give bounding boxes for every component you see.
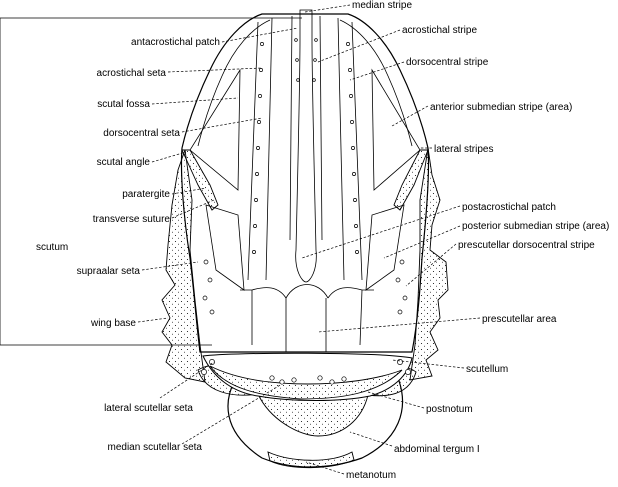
label-antacrostichal-patch: antacrostichal patch [131,37,220,48]
label-posterior-submedian-stripe: posterior submedian stripe (area) [462,221,609,232]
acrostichal-stripes [289,15,323,241]
leader-lines [137,4,481,475]
label-scutellum: scutellum [466,364,508,375]
label-postacrostichal-patch: postacrostichal patch [462,202,556,213]
label-supraalar-seta: supraalar seta [77,266,141,277]
scutum-inner-border [197,19,413,147]
label-dorsocentral-seta: dorsocentral seta [103,128,180,139]
setae [201,38,411,385]
scutum-bracket [0,17,302,346]
wing-base-right-shape [409,147,449,381]
label-transverse-suture: transverse suture [93,214,171,225]
label-wing-base: wing base [90,318,136,329]
label-median-scutellar-seta: median scutellar seta [108,442,203,453]
dorsocentral-stripe-left [247,17,273,281]
lateral-stripe-left-anterior [189,68,241,191]
label-scutal-angle: scutal angle [97,157,151,168]
label-scutum: scutum [36,242,68,253]
median-stripe-shape [295,9,317,283]
label-prescutellar-area: prescutellar area [482,314,557,325]
label-abdominal-tergum: abdominal tergum I [394,444,480,455]
label-acrostichal-stripe: acrostichal stripe [402,25,477,36]
label-dorsocentral-stripe: dorsocentral stripe [406,57,489,68]
scutellum-stipple [209,365,403,400]
label-metanotum: metanotum [346,470,396,481]
label-lateral-stripes: lateral stripes [434,144,493,155]
lateral-stripe-right-posterior [365,204,405,291]
label-median-stripe: median stripe [352,0,412,11]
prescutellar-area-shape [240,284,374,352]
label-paratergite: paratergite [122,189,170,200]
label-anterior-submedian-stripe: anterior submedian stripe (area) [430,102,572,113]
label-scutal-fossa: scutal fossa [97,99,150,110]
metanotum-shape [267,451,355,469]
label-prescutellar-dorsocentral-stripe: prescutellar dorsocentral stripe [458,240,595,251]
labels: median stripe antacrostichal patch acros… [36,0,609,481]
scutum-outline [180,13,430,353]
dorsocentral-stripe-right [337,17,363,281]
lateral-stripe-right-anterior [371,68,421,191]
label-acrostichal-seta: acrostichal seta [97,68,167,79]
label-postnotum: postnotum [426,404,473,415]
lateral-stripe-left-posterior [205,204,245,291]
label-lateral-scutellar-seta: lateral scutellar seta [104,403,193,414]
